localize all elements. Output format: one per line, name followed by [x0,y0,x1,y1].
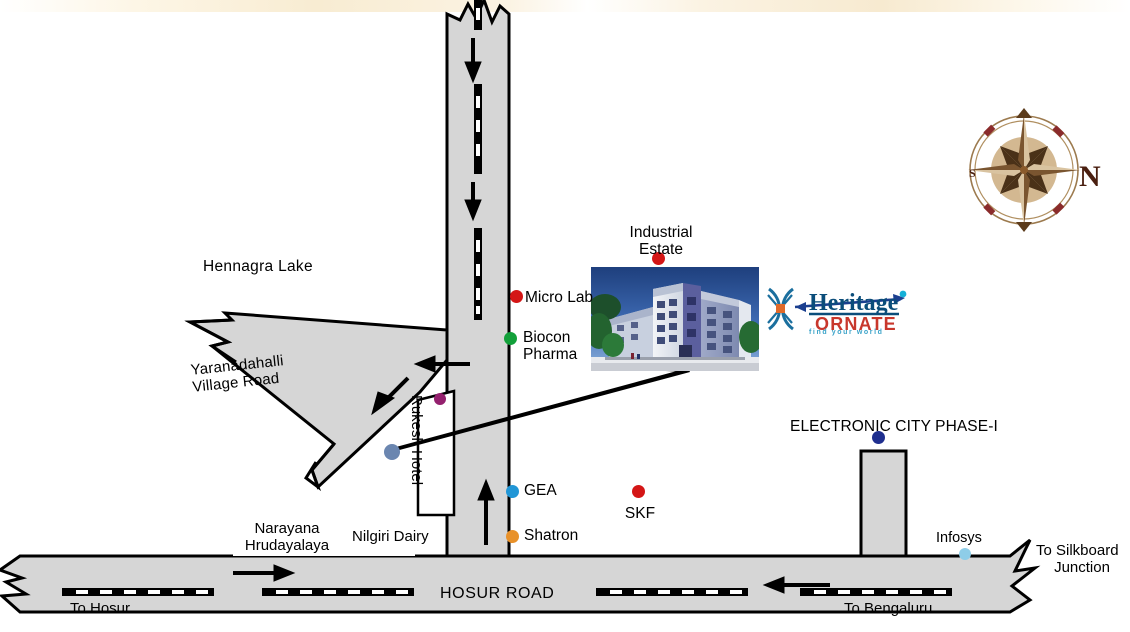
poi-dot-biocon-pharma[interactable] [504,332,517,345]
road-electronic-city [859,449,908,558]
logo-ornate-text: ORNATE [815,314,897,334]
compass-south-label: S [969,166,976,180]
label-rukesh-hotel: Rukesh Hotel [408,395,425,486]
poi-dot-skf[interactable] [632,485,645,498]
poi-dot-electronic-city[interactable] [872,431,885,444]
label-biocon-line2: Pharma [523,346,578,364]
label-skf: SKF [624,505,656,522]
poi-dot-industrial-estate[interactable] [652,252,665,265]
poi-dot-shatron[interactable] [506,530,519,543]
label-industrial-estate-line2: Estate [639,241,683,259]
poi-dot-infosys[interactable] [959,548,971,560]
compass-north-label: N [1079,160,1101,193]
label-shatron: Shatron [524,527,579,544]
poi-dot-micro-lab[interactable] [510,290,523,303]
heritage-ornate-logo: Heritage ORNATE find your world [765,285,911,343]
label-micro-lab: Micro Lab [525,289,594,306]
median-dash-gaps-hosur [76,590,946,594]
project-building-photo [591,267,759,371]
logo-arrow [794,290,907,312]
direction-arrows [233,38,830,594]
logo-heritage-text: Heritage [809,290,899,316]
label-electronic-city-phase-1: ELECTRONIC CITY PHASE-I [790,418,998,435]
median-dashes-hosur [62,588,952,596]
label-biocon-line1: Biocon [523,329,571,346]
label-narayana-hrudayalaya: Narayana Hrudayalaya [237,520,337,555]
label-hennagra-lake: Hennagra Lake [203,258,313,275]
label-narayana-line2: Hrudayalaya [244,536,330,554]
label-biocon-pharma: Biocon Pharma [523,329,577,364]
compass-rose [968,108,1080,232]
block-narayana-nilgiri [233,508,415,556]
logo-emblem [767,287,794,331]
label-to-silkboard-junction: To Silkboard Junction [1036,542,1128,577]
road-yaranadahalli [184,311,449,492]
label-silkboard-line1: To Silkboard [1036,542,1119,559]
label-industrial-estate-line1: Industrial [629,224,693,241]
median-dash-gaps-vertical [476,8,480,314]
label-silkboard-line2: Junction [1054,558,1110,576]
label-narayana-line1: Narayana [254,520,320,537]
label-infosys: Infosys [936,530,982,546]
poi-dot-gea[interactable] [506,485,519,498]
label-to-bengaluru: To Bengaluru [844,600,933,617]
label-industrial-estate: Industrial Estate [596,224,726,259]
poi-dot-rukesh-hotel[interactable] [434,393,446,405]
label-nilgiri-dairy: Nilgiri Dairy [352,528,429,545]
label-to-hosur: To Hosur [70,600,131,617]
logo-tagline: find your world [809,329,884,336]
road-hosur [0,538,1041,614]
label-gea: GEA [524,482,557,499]
poi-dot-project-site[interactable] [384,444,400,460]
label-hosur-road: HOSUR ROAD [440,585,555,602]
